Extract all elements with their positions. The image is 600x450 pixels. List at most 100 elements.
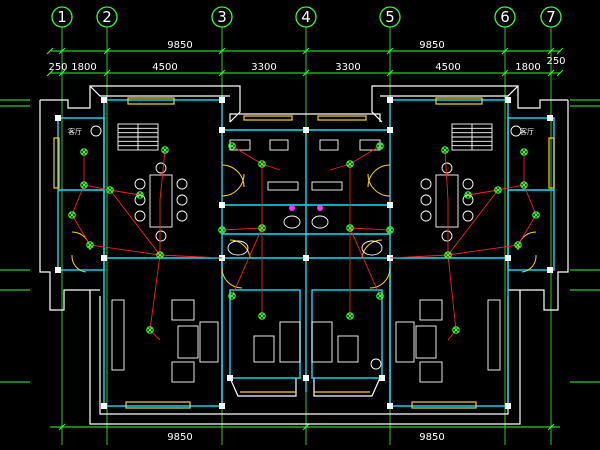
axis-bubble-1: 1: [51, 6, 73, 28]
dim-seg-1: 250: [48, 62, 67, 73]
light-fixture-icon: [106, 186, 114, 194]
column: [227, 375, 233, 381]
axis-bubble-3: 3: [211, 6, 233, 28]
light-fixture-icon: [258, 160, 266, 168]
column: [387, 202, 393, 208]
column: [387, 127, 393, 133]
column: [55, 267, 61, 273]
structural-columns: [55, 97, 553, 409]
column: [505, 255, 511, 261]
light-fixture-icon: [80, 181, 88, 189]
dim-top-overall-right: 9850: [419, 40, 444, 51]
column: [219, 202, 225, 208]
light-fixture-icon: [346, 160, 354, 168]
dim-seg-6: 4500: [435, 62, 460, 73]
light-fixture-icon: [86, 241, 94, 249]
column: [303, 375, 309, 381]
column: [219, 97, 225, 103]
light-fixtures: [68, 142, 540, 334]
column: [505, 97, 511, 103]
column: [387, 403, 393, 409]
axis-bubble-4: 4: [295, 6, 317, 28]
light-fixture-icon: [386, 226, 394, 234]
room-tags: 客厅 客厅: [68, 127, 534, 136]
windows: [53, 97, 555, 409]
light-fixture-icon: [80, 148, 88, 156]
light-fixture-icon: [444, 251, 452, 259]
light-fixture-icon: [346, 224, 354, 232]
dining-set-right: [420, 162, 474, 242]
bathroom-fixtures: [90, 125, 522, 256]
svg-text:3: 3: [217, 8, 227, 26]
light-fixture-icon: [514, 241, 522, 249]
light-fixture-icon: [494, 186, 502, 194]
center-furniture: [253, 321, 382, 370]
light-fixture-icon: [346, 312, 354, 320]
dim-seg-3: 4500: [152, 62, 177, 73]
dim-seg-4: 3300: [251, 62, 276, 73]
svg-text:2: 2: [102, 8, 112, 26]
light-fixture-icon: [68, 211, 76, 219]
light-fixture-icon: [376, 142, 384, 150]
svg-text:客厅: 客厅: [68, 127, 82, 136]
building-outline: [39, 85, 569, 425]
dim-seg-8: 250: [546, 56, 565, 67]
column: [219, 403, 225, 409]
dining-set-left: [134, 162, 188, 242]
column: [387, 97, 393, 103]
svg-text:5: 5: [385, 8, 395, 26]
column: [379, 375, 385, 381]
column: [505, 403, 511, 409]
light-fixture-icon: [258, 312, 266, 320]
dim-bottom-overall-right: 9850: [419, 432, 444, 443]
light-fixture-icon: [532, 211, 540, 219]
light-fixture-icon: [520, 181, 528, 189]
top-dimensions: 9850 9850 250 1800 4500 3300 3300 4500 1…: [46, 40, 566, 77]
light-fixture-icon: [464, 191, 472, 199]
column: [101, 255, 107, 261]
dim-seg-5: 3300: [335, 62, 360, 73]
column: [219, 127, 225, 133]
light-fixture-icon: [520, 148, 528, 156]
axis-bubble-2: 2: [96, 6, 118, 28]
light-fixture-icon: [228, 142, 236, 150]
column: [55, 115, 61, 121]
axis-bubble-6: 6: [494, 6, 516, 28]
axis-bubble-7: 7: [540, 6, 562, 28]
sofa-set-left: [111, 299, 219, 383]
light-fixture-icon: [161, 146, 169, 154]
doors: [71, 164, 537, 289]
light-fixture-icon: [376, 292, 384, 300]
dim-seg-2: 1800: [71, 62, 96, 73]
axis-bubbles: 1 2 3 4 5 6 7: [51, 6, 562, 28]
light-fixture-icon: [228, 292, 236, 300]
svg-text:4: 4: [301, 8, 311, 26]
column: [547, 267, 553, 273]
column: [303, 127, 309, 133]
light-fixture-icon: [218, 226, 226, 234]
light-fixture-icon: [146, 326, 154, 334]
svg-text:7: 7: [546, 8, 556, 26]
svg-text:客厅: 客厅: [520, 127, 534, 136]
sofa-set-right: [395, 299, 501, 383]
column: [101, 403, 107, 409]
light-fixture-icon: [441, 146, 449, 154]
light-fixture-icon: [258, 224, 266, 232]
column: [303, 255, 309, 261]
light-fixture-icon: [156, 251, 164, 259]
bottom-dimensions: 9850 9850: [50, 423, 560, 443]
dim-top-overall-left: 9850: [167, 40, 192, 51]
svg-text:1: 1: [57, 8, 67, 26]
side-guide-lines: [0, 99, 600, 383]
stairs: [117, 123, 493, 151]
dim-seg-7: 1800: [515, 62, 540, 73]
column: [101, 97, 107, 103]
axis-bubble-5: 5: [379, 6, 401, 28]
dim-bottom-overall-left: 9850: [167, 432, 192, 443]
light-fixture-icon: [452, 326, 460, 334]
light-fixture-icon: [136, 191, 144, 199]
electrical-wiring: [71, 145, 537, 341]
svg-text:6: 6: [500, 8, 510, 26]
column: [547, 115, 553, 121]
